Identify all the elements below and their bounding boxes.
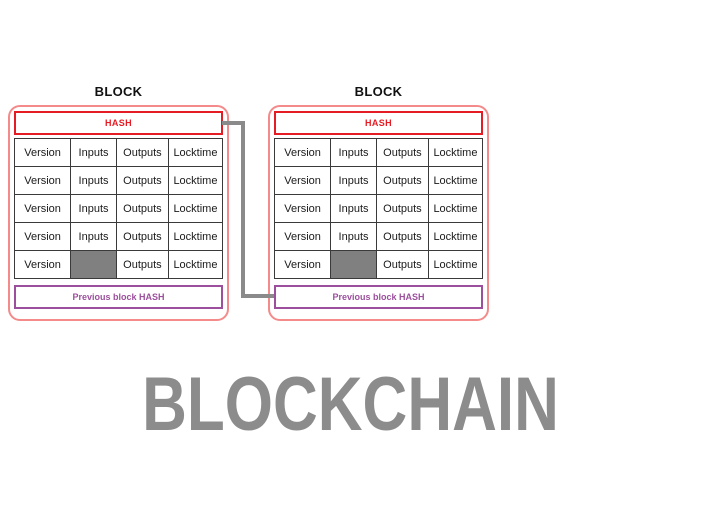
block-title: BLOCK bbox=[94, 84, 143, 99]
table-cell: Locktime bbox=[167, 166, 224, 195]
table-cell: Outputs bbox=[115, 222, 169, 251]
table-cell: Version bbox=[273, 250, 332, 279]
table-cell: Locktime bbox=[167, 138, 224, 167]
table-cell: Locktime bbox=[167, 194, 224, 223]
table-cell: Locktime bbox=[427, 194, 484, 223]
table-cell: Inputs bbox=[70, 166, 117, 195]
filled-cell bbox=[70, 250, 117, 279]
filled-cell bbox=[330, 250, 377, 279]
table-cell: Version bbox=[13, 166, 72, 195]
table-cell: Locktime bbox=[427, 166, 484, 195]
table-cell: Outputs bbox=[375, 194, 429, 223]
table-cell: Inputs bbox=[330, 222, 377, 251]
table-cell: Inputs bbox=[330, 194, 377, 223]
table-cell: Outputs bbox=[375, 222, 429, 251]
previous-block-hash-box: Previous block HASH bbox=[274, 285, 483, 309]
hash-box: HASH bbox=[274, 111, 483, 135]
table-cell: Locktime bbox=[427, 138, 484, 167]
table-cell: Version bbox=[13, 194, 72, 223]
table-cell: Locktime bbox=[427, 250, 484, 279]
table-cell: Outputs bbox=[375, 250, 429, 279]
table-cell: Version bbox=[273, 222, 332, 251]
block-title: BLOCK bbox=[354, 84, 403, 99]
previous-block-hash-box: Previous block HASH bbox=[14, 285, 223, 309]
table-cell: Locktime bbox=[167, 222, 224, 251]
table-cell: Version bbox=[13, 222, 72, 251]
table-cell: Inputs bbox=[70, 194, 117, 223]
table-cell: Inputs bbox=[330, 138, 377, 167]
hash-box: HASH bbox=[14, 111, 223, 135]
table-cell: Outputs bbox=[375, 166, 429, 195]
table-cell: Outputs bbox=[115, 166, 169, 195]
table-cell: Outputs bbox=[115, 138, 169, 167]
table-cell: Outputs bbox=[375, 138, 429, 167]
table-cell: Version bbox=[273, 166, 332, 195]
table-cell: Inputs bbox=[70, 222, 117, 251]
table-cell: Version bbox=[13, 250, 72, 279]
table-cell: Inputs bbox=[330, 166, 377, 195]
table-cell: Locktime bbox=[427, 222, 484, 251]
table-cell: Version bbox=[273, 138, 332, 167]
table-cell: Outputs bbox=[115, 250, 169, 279]
table-cell: Locktime bbox=[167, 250, 224, 279]
table-cell: Outputs bbox=[115, 194, 169, 223]
table-cell: Version bbox=[13, 138, 72, 167]
table-cell: Version bbox=[273, 194, 332, 223]
table-cell: Inputs bbox=[70, 138, 117, 167]
blockchain-caption: BLOCKCHAIN bbox=[142, 363, 559, 448]
